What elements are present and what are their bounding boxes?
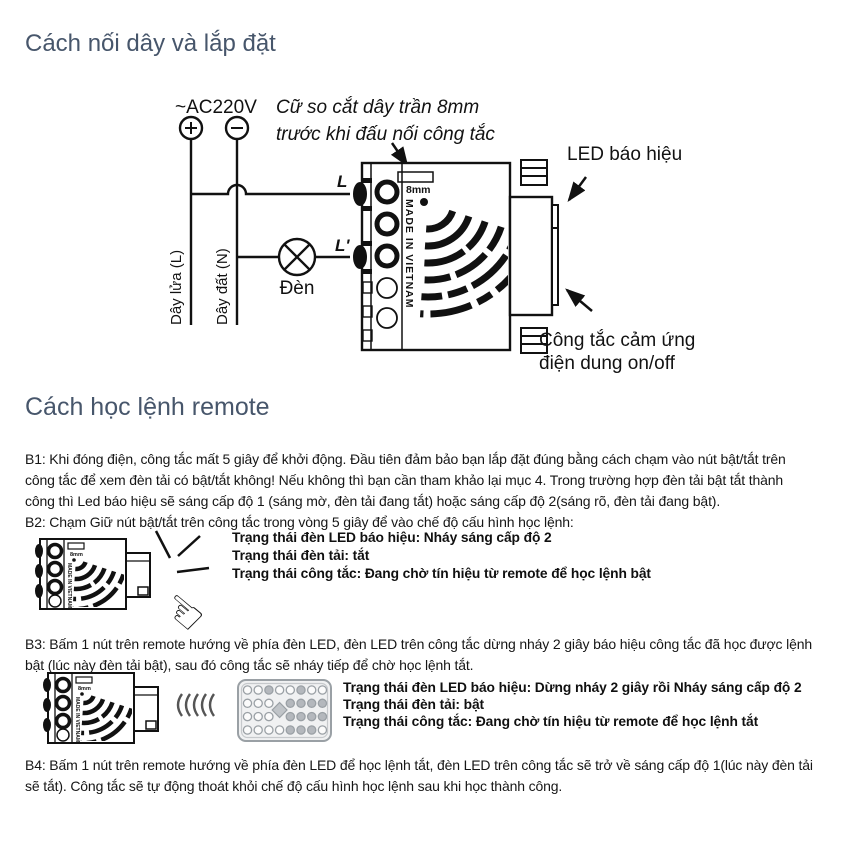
led-strip — [551, 204, 559, 306]
state-line: Trạng thái công tắc: Đang chờ tín hiệu t… — [343, 714, 759, 730]
mount-tab-top — [520, 159, 548, 186]
state-line: Trạng thái đèn LED báo hiệu: Dừng nháy 2… — [343, 680, 802, 695]
terminal-label-l-prime: L' — [335, 236, 350, 255]
terminal-label-l: L — [337, 172, 347, 191]
switch-device-drawing: 8mm MADE IN VIETNAM — [353, 159, 559, 354]
cut-note-line1: Cữ so cắt dây trần 8mm — [276, 97, 479, 118]
made-in-label: MADE IN VIETNAM — [403, 199, 415, 309]
step-b2-states: Trạng thái đèn LED báo hiệu: Nháy sáng c… — [232, 529, 651, 583]
state-line: Trạng thái đèn tải: bật — [343, 697, 485, 713]
gauge-notch — [397, 171, 434, 183]
step-b4-line: sẽ tắt). Công tắc sẽ tự động thoát khỏi … — [25, 778, 563, 794]
sensor-arrow-icon — [565, 288, 593, 312]
power-label: ~AC220V — [175, 97, 257, 118]
step-b1-line: công thì Led báo hiệu sẽ sáng cấp độ 1 (… — [25, 493, 721, 509]
step-b4-line: B4: Bấm 1 nút trên remote hướng về phía … — [25, 757, 813, 773]
step-b1-line: công tắc để xem đèn tải có bật/tắt không… — [25, 472, 783, 488]
step-b1: B1: Khi đóng điện, công tắc mất 5 giây đ… — [25, 449, 786, 512]
step-b2-line: B2: Chạm Giữ nút bật/tắt trên công tắc t… — [25, 514, 574, 530]
step-b3-line: B3: Bấm 1 nút trên remote hướng về phía … — [25, 636, 813, 652]
wiring-diagram: 8mm MADE IN VIETNAM ~AC220V — [168, 97, 695, 374]
speaker-arcs — [419, 209, 508, 318]
step-b3-figure — [40, 668, 332, 750]
remote-buttons — [242, 685, 328, 735]
sensor-label-line1: Công tắc cảm ứng — [539, 329, 695, 351]
ir-waves-icon — [176, 693, 215, 717]
step-b1-line: B1: Khi đóng điện, công tắc mất 5 giây đ… — [25, 451, 786, 467]
step-b2: B2: Chạm Giữ nút bật/tắt trên công tắc t… — [25, 512, 574, 533]
pointing-hand-icon: ☜ — [151, 578, 216, 632]
live-wire-label: Dây lửa (L) — [168, 250, 185, 325]
cut-note-arrow-icon — [390, 142, 409, 168]
lamp-symbol — [277, 237, 317, 277]
l-wire — [191, 183, 350, 196]
step-b2-figure: ☜ — [28, 530, 216, 632]
state-line: Trạng thái đèn tải: tắt — [232, 548, 370, 563]
step-b3-line: bật (lúc này đèn tải bật), sau đó công t… — [25, 657, 474, 673]
minus-terminal — [224, 115, 250, 141]
step-b3: B3: Bấm 1 nút trên remote hướng về phía … — [25, 634, 812, 676]
mount-tab-bottom — [520, 327, 548, 354]
step-b3-states: Trạng thái đèn LED báo hiệu: Dừng nháy 2… — [343, 679, 802, 731]
plus-terminal — [178, 115, 204, 141]
device-side-body — [508, 195, 554, 317]
step-b4: B4: Bấm 1 nút trên remote hướng về phía … — [25, 755, 813, 797]
led-label: LED báo hiệu — [567, 144, 682, 165]
remote-dpad — [271, 701, 288, 719]
cut-note-line2: trước khi đấu nối công tắc — [276, 124, 495, 145]
gauge-label: 8mm — [406, 184, 431, 196]
terminal-bump-l2 — [353, 245, 367, 269]
state-line: Trạng thái công tắc: Đang chờ tín hiệu t… — [232, 566, 651, 581]
page-title-wiring: Cách nối dây và lắp đặt — [25, 30, 276, 57]
sensor-label-line2: điện dung on/off — [539, 353, 676, 374]
remote-control-drawing — [237, 679, 332, 742]
led-arrow-icon — [567, 176, 588, 203]
page-title-learning: Cách học lệnh remote — [25, 393, 270, 421]
terminal-bump-l — [353, 182, 367, 206]
lamp-label: Đèn — [280, 278, 315, 299]
state-line: Trạng thái đèn LED báo hiệu: Nháy sáng c… — [232, 530, 552, 545]
touch-sparks-icon — [154, 530, 210, 574]
neutral-wire-label: Dây đất (N) — [214, 248, 231, 325]
